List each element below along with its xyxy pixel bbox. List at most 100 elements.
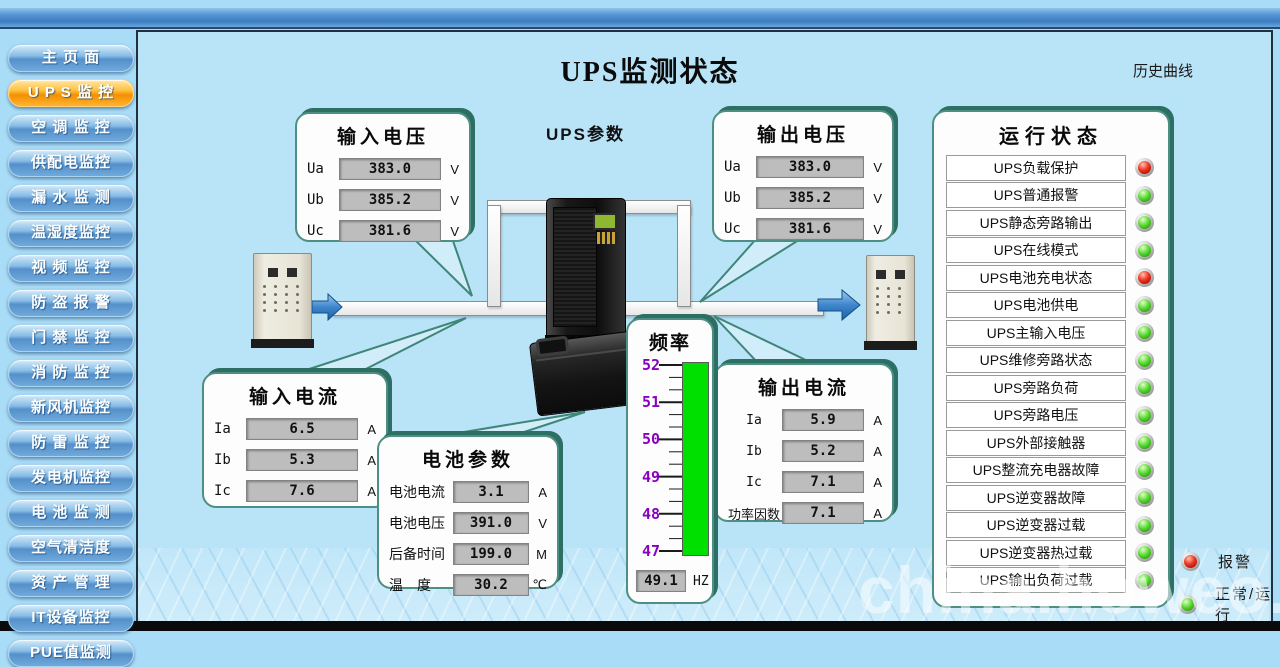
status-item-button[interactable]: UPS旁路电压	[946, 402, 1126, 429]
normal-led-icon	[1178, 594, 1197, 614]
measurement-value: 6.5	[246, 418, 358, 440]
measurement-value: 385.2	[339, 189, 441, 211]
measurement-unit: A	[873, 505, 882, 521]
sidebar-item-11[interactable]: 新风机监控	[8, 394, 134, 422]
status-item-button[interactable]: UPS在线模式	[946, 237, 1126, 264]
measurement-label: 后备时间	[389, 547, 445, 563]
status-row-12: UPS整流充电器故障	[934, 457, 1168, 485]
measurement-label: Ub	[724, 190, 741, 206]
status-item-button[interactable]: UPS电池供电	[946, 292, 1126, 319]
measurement-unit: A	[367, 421, 376, 437]
sidebar-item-16[interactable]: 资 产 管 理	[8, 569, 134, 597]
status-item-button[interactable]: UPS普通报警	[946, 182, 1126, 209]
sidebar-item-6[interactable]: 温湿度监控	[8, 219, 134, 247]
normal-led-icon	[1135, 515, 1154, 535]
status-item-button[interactable]: UPS逆变器热过载	[946, 539, 1126, 566]
status-item-button[interactable]: UPS逆变器故障	[946, 484, 1126, 511]
status-item-button[interactable]: UPS主输入电压	[946, 319, 1126, 346]
status-row-14: UPS逆变器过载	[934, 512, 1168, 540]
status-item-button[interactable]: UPS输出负荷过载	[946, 567, 1126, 594]
sidebar-item-1[interactable]: 主 页 面	[8, 44, 134, 72]
measurement-unit: V	[450, 192, 459, 208]
sidebar-item-13[interactable]: 发电机监控	[8, 464, 134, 492]
status-item-button[interactable]: UPS负载保护	[946, 154, 1126, 181]
status-item-button[interactable]: UPS旁路负荷	[946, 374, 1126, 401]
sidebar-item-15[interactable]: 空气清洁度	[8, 534, 134, 562]
legend-alarm: 报警	[1181, 551, 1252, 572]
sidebar-item-9[interactable]: 门 禁 监 控	[8, 324, 134, 352]
status-item-button[interactable]: UPS外部接触器	[946, 429, 1126, 456]
sidebar-item-10[interactable]: 消 防 监 控	[8, 359, 134, 387]
measurement-label: Uc	[724, 221, 741, 237]
measurement-value: 391.0	[453, 512, 529, 534]
page-title: UPS监测状态	[560, 57, 740, 88]
status-item-button[interactable]: UPS逆变器过载	[946, 512, 1126, 539]
bus-bar-left-vertical	[487, 205, 501, 307]
measurement-unit: A	[873, 412, 882, 428]
measurement-label: Ic	[214, 483, 231, 499]
history-curve-link[interactable]: 历史曲线	[1133, 63, 1194, 80]
sidebar-item-17[interactable]: IT设备监控	[8, 604, 134, 632]
status-item-button[interactable]: UPS维修旁路状态	[946, 347, 1126, 374]
normal-led-icon	[1135, 433, 1154, 453]
measurement-label: Uc	[307, 223, 324, 239]
normal-led-icon	[1135, 378, 1154, 398]
status-row-6: UPS电池供电	[934, 292, 1168, 320]
measurement-unit: V	[873, 159, 882, 175]
status-row-8: UPS维修旁路状态	[934, 347, 1168, 375]
measurement-value: 7.1	[782, 502, 864, 524]
frequency-unit: HZ	[693, 573, 709, 589]
measurement-value: 30.2	[453, 574, 529, 596]
sidebar-item-7[interactable]: 视 频 监 控	[8, 254, 134, 282]
alarm-led-icon	[1135, 268, 1154, 288]
power-cabinet-right	[864, 255, 917, 350]
measurement-unit: V	[873, 190, 882, 206]
battery-handle	[535, 335, 570, 358]
normal-led-icon	[1135, 350, 1154, 370]
sidebar-item-3[interactable]: 空 调 监 控	[8, 114, 134, 142]
measurement-label: Ib	[746, 443, 762, 459]
sidebar-item-5[interactable]: 漏 水 监 测	[8, 184, 134, 212]
measurement-label: Ua	[724, 159, 741, 175]
status-item-button[interactable]: UPS电池充电状态	[946, 264, 1126, 291]
measurement-value: 7.6	[246, 480, 358, 502]
sidebar-item-12[interactable]: 防 雷 监 控	[8, 429, 134, 457]
sidebar-item-2[interactable]: U P S 监 控	[8, 79, 134, 107]
sidebar-item-14[interactable]: 电 池 监 测	[8, 499, 134, 527]
measurement-label: Ib	[214, 452, 231, 468]
normal-led-icon	[1135, 240, 1154, 260]
frequency-value: 49.1	[636, 570, 686, 592]
legend-alarm-label: 报警	[1218, 554, 1253, 571]
sidebar-item-18[interactable]: PUE值监测	[8, 639, 134, 667]
bottom-bar	[0, 621, 1280, 631]
status-row-2: UPS普通报警	[934, 182, 1168, 210]
normal-led-icon	[1135, 570, 1154, 590]
sidebar-item-8[interactable]: 防 盗 报 警	[8, 289, 134, 317]
ups-front-vent	[553, 207, 597, 327]
normal-led-icon	[1135, 543, 1154, 563]
status-item-button[interactable]: UPS静态旁路输出	[946, 209, 1126, 236]
power-cabinet-left	[251, 253, 314, 348]
measurement-label: 功率因数	[727, 507, 780, 523]
normal-led-icon	[1135, 323, 1154, 343]
sidebar-item-4[interactable]: 供配电监控	[8, 149, 134, 177]
measurement-unit: A	[538, 484, 547, 500]
normal-led-icon	[1135, 460, 1154, 480]
status-item-button[interactable]: UPS整流充电器故障	[946, 457, 1126, 484]
measurement-value: 5.3	[246, 449, 358, 471]
measurement-unit: A	[873, 474, 882, 490]
status-row-11: UPS外部接触器	[934, 429, 1168, 457]
ups-display-screen	[593, 213, 617, 230]
measurement-label: Ub	[307, 192, 324, 208]
